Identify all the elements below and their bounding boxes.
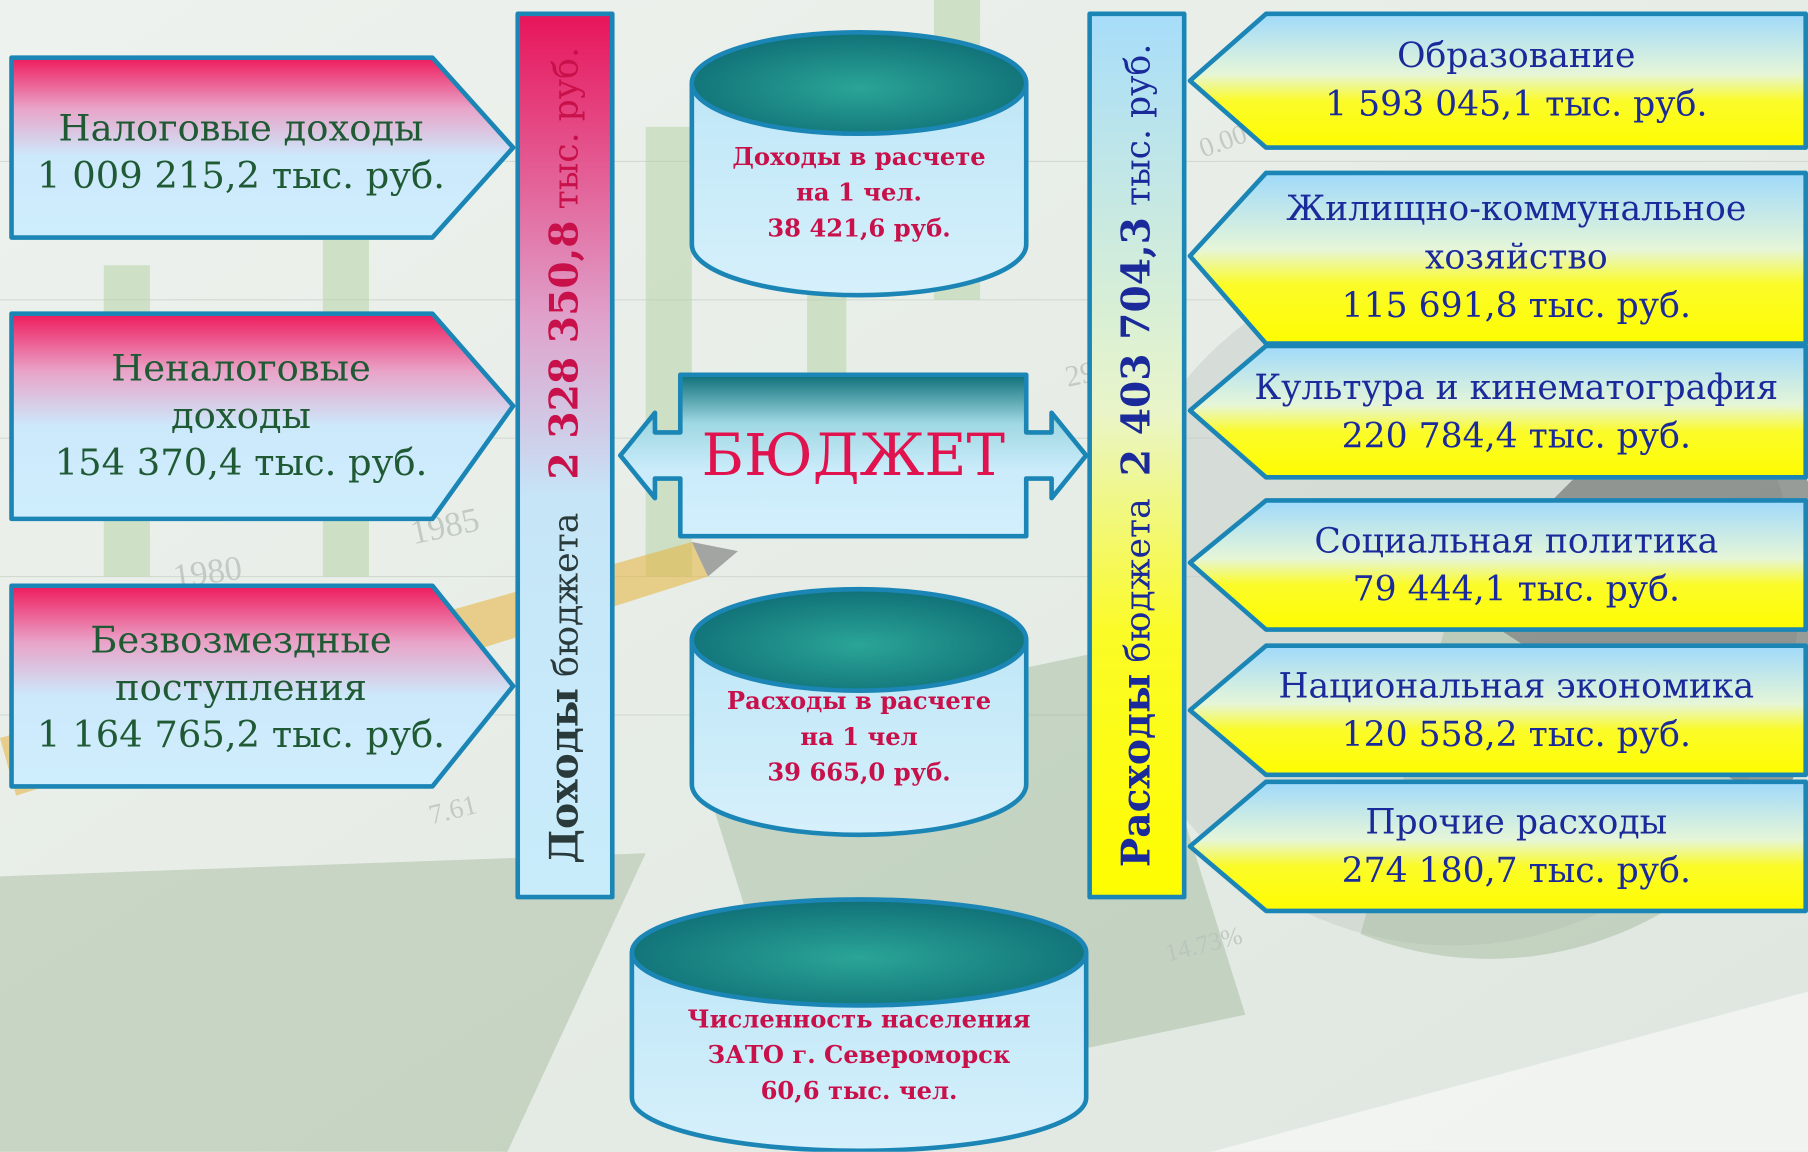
- population-text: Численность населения ЗАТО г. Североморс…: [632, 994, 1086, 1114]
- income-item-grants: Безвозмездные поступления 1 164 765,2 ты…: [16, 607, 466, 768]
- income-item-label: Налоговые доходы: [58, 106, 424, 150]
- expense-column-regular: бюджета: [1118, 498, 1159, 663]
- cylinder-line: 38 421,6 руб.: [767, 212, 951, 242]
- cylinder-line: 60,6 тыс. чел.: [760, 1075, 958, 1105]
- expense-box-1: [1187, 11, 1808, 150]
- income-column: [515, 11, 615, 900]
- income-column-bold: Доходы: [541, 687, 589, 864]
- expense-item-label: Социальная политика: [1314, 521, 1719, 562]
- expense-item-label: Национальная экономика: [1278, 666, 1755, 707]
- expense-column-unit: тыс. руб.: [1118, 43, 1159, 207]
- income-item-label: поступления: [115, 664, 367, 709]
- income-per-capita-text: Доходы в расчете на 1 чел. 38 421,6 руб.: [692, 134, 1026, 249]
- expense-column-label: Расходы бюджета 2 403 704,3 тыс. руб.: [1113, 23, 1161, 888]
- expense-box-4: [1187, 498, 1808, 632]
- expense-item-value: 220 784,4 тыс. руб.: [1341, 416, 1691, 457]
- income-item-tax: Налоговые доходы 1 009 215,2 тыс. руб.: [16, 92, 466, 212]
- expense-column: [1087, 11, 1187, 900]
- expense-column-bold: Расходы: [1113, 673, 1160, 868]
- cylinder-line: ЗАТО г. Североморск: [707, 1039, 1011, 1069]
- income-item-value: 154 370,4 тыс. руб.: [54, 439, 428, 484]
- expense-item-label: Жилищно-коммунальное: [1286, 189, 1747, 230]
- cylinder-line: на 1 чел: [800, 721, 918, 751]
- expense-item-culture: Культура и кинематография 220 784,4 тыс.…: [1234, 357, 1799, 468]
- expense-item-other: Прочие расходы 274 180,7 тыс. руб.: [1234, 793, 1799, 901]
- income-item-nontax: Неналоговые доходы 154 370,4 тыс. руб.: [16, 334, 466, 495]
- income-column-unit: тыс. руб.: [546, 47, 587, 210]
- cylinder-population: [629, 897, 1089, 1152]
- income-column-regular: бюджета: [546, 512, 587, 677]
- income-item-label: Безвозмездные: [90, 617, 392, 662]
- expense-item-education: Образование 1 593 045,1 тыс. руб.: [1234, 25, 1799, 136]
- expense-item-label: хозяйство: [1424, 237, 1608, 278]
- expense-item-label: Культура и кинематография: [1254, 367, 1779, 409]
- cylinder-line: Численность населения: [687, 1003, 1031, 1033]
- expense-per-capita-text: Расходы в расчете на 1 чел 39 665,0 руб.: [692, 678, 1026, 793]
- expense-item-value: 120 558,2 тыс. руб.: [1341, 714, 1691, 756]
- expense-item-social: Социальная политика 79 444,1 тыс. руб.: [1234, 512, 1799, 620]
- expense-item-housing: Жилищно-коммунальное хозяйство 115 691,8…: [1234, 184, 1799, 332]
- expense-item-label: Образование: [1397, 35, 1636, 77]
- cylinder-line: Расходы в расчете: [726, 685, 992, 715]
- cylinder-line: Доходы в расчете: [732, 141, 986, 171]
- income-box-2: [9, 311, 516, 522]
- income-column-total: 2 328 350,8: [541, 220, 589, 480]
- income-item-label: Неналоговые: [111, 345, 371, 390]
- income-box-3: [9, 583, 516, 789]
- expense-item-value: 1 593 045,1 тыс. руб.: [1325, 84, 1708, 125]
- cylinder-line: на 1 чел.: [796, 176, 922, 206]
- budget-double-arrow: [618, 372, 1089, 539]
- income-item-value: 1 009 215,2 тыс. руб.: [37, 153, 445, 198]
- expense-box-5: [1187, 643, 1808, 778]
- expense-item-value: 115 691,8 тыс. руб.: [1341, 285, 1691, 327]
- expense-item-economy: Национальная экономика 120 558,2 тыс. ру…: [1234, 657, 1799, 765]
- income-box-1: [9, 55, 516, 240]
- income-item-value: 1 164 765,2 тыс. руб.: [37, 712, 445, 756]
- expense-item-label: Прочие расходы: [1365, 802, 1668, 843]
- budget-label: БЮДЖЕТ: [701, 422, 1005, 489]
- cylinder-income-per-capita: [689, 29, 1029, 298]
- income-item-label: доходы: [170, 392, 312, 437]
- cylinder-expense-per-capita: [689, 586, 1029, 838]
- expense-item-value: 274 180,7 тыс. руб.: [1341, 850, 1691, 892]
- cylinder-line: 39 665,0 руб.: [767, 756, 951, 786]
- expense-item-value: 79 444,1 тыс. руб.: [1352, 569, 1680, 610]
- income-column-label: Доходы бюджета 2 328 350,8 тыс. руб.: [541, 23, 589, 888]
- expense-box-6: [1187, 779, 1808, 914]
- expense-column-total: 2 403 704,3: [1113, 217, 1160, 477]
- expense-box-3: [1187, 343, 1808, 480]
